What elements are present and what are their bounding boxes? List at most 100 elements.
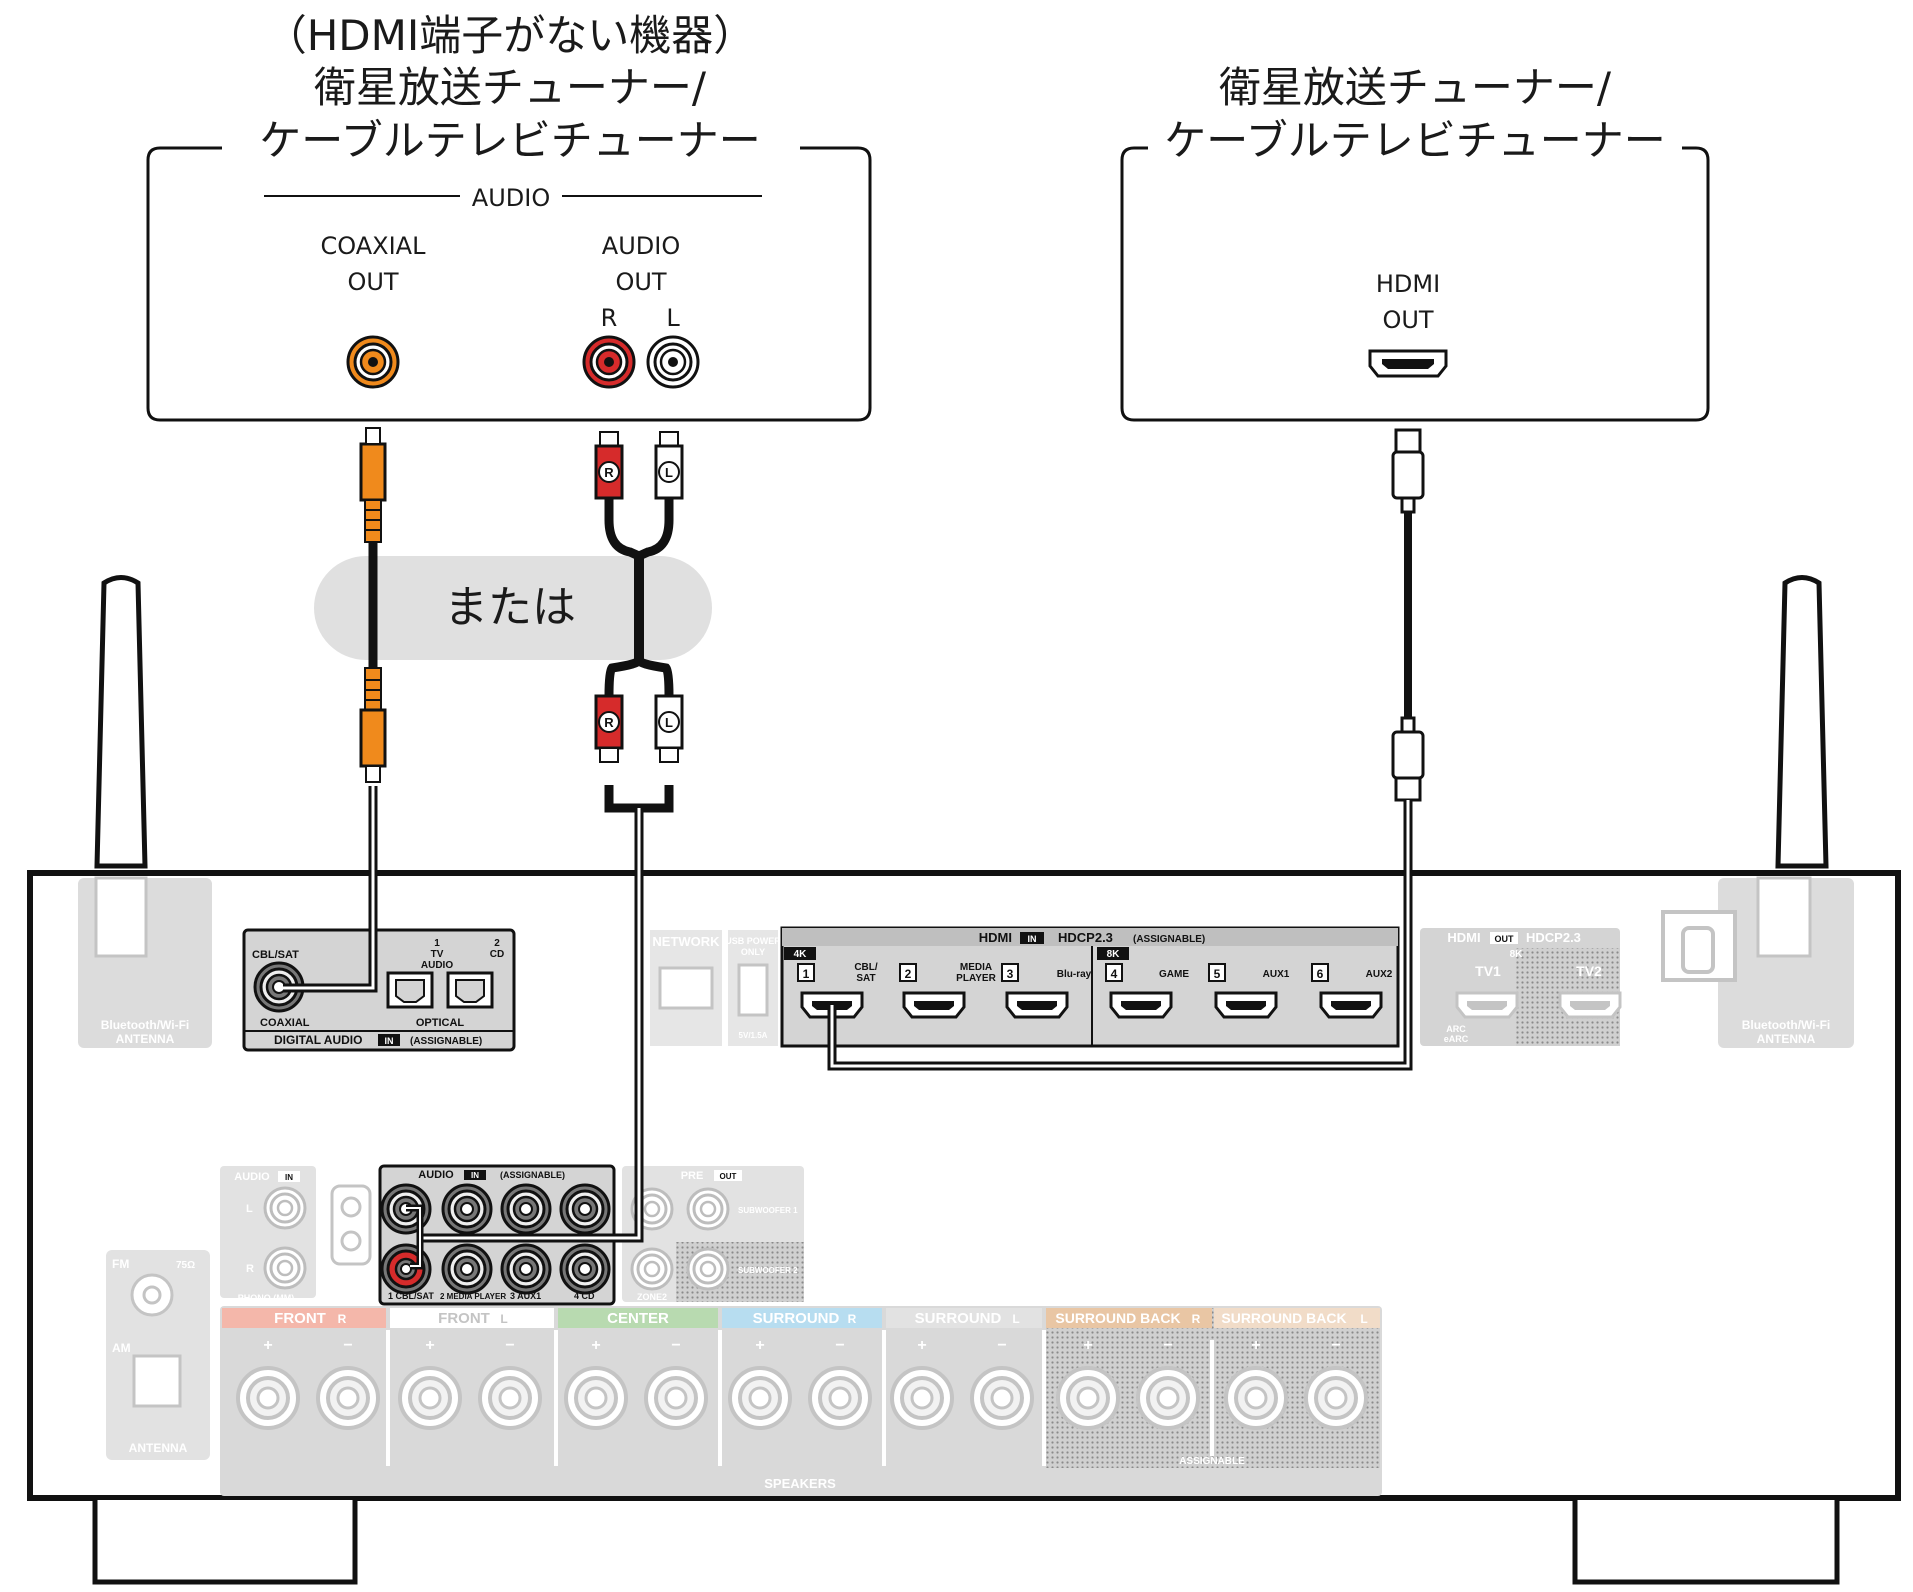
hdmi-out-jack xyxy=(1368,349,1448,378)
svg-text:FRONT: FRONT xyxy=(438,1310,490,1327)
svg-text:ZONE2: ZONE2 xyxy=(637,1292,667,1302)
antenna-left-label-2: ANTENNA xyxy=(116,1032,175,1046)
usb-port: USB POWER ONLY 5V/1.5A xyxy=(725,930,781,1046)
svg-text:IN: IN xyxy=(1028,934,1037,944)
audio-out-r-jack xyxy=(582,335,636,389)
svg-text:PHONO (MM): PHONO (MM) xyxy=(238,1293,295,1303)
plug-r-bottom: R xyxy=(604,715,614,730)
power-inlet xyxy=(1661,910,1737,982)
hdmi-out-label-2: OUT xyxy=(1382,306,1433,334)
coaxial-cable xyxy=(283,427,387,993)
svg-text:IN: IN xyxy=(385,1036,394,1046)
antenna-right-label-2: ANTENNA xyxy=(1757,1032,1816,1046)
svg-text:HDCP2.3: HDCP2.3 xyxy=(1058,930,1113,945)
svg-text:L: L xyxy=(1360,1312,1367,1326)
svg-text:2 MEDIA PLAYER: 2 MEDIA PLAYER xyxy=(440,1292,506,1301)
svg-text:R: R xyxy=(848,1312,857,1326)
svg-text:HDMI: HDMI xyxy=(1447,930,1480,945)
hdmi-input-5: 5 AUX1 xyxy=(1208,963,1290,1019)
svg-text:SURROUND: SURROUND xyxy=(915,1310,1002,1327)
cbl-sat-label: CBL/SAT xyxy=(252,949,299,961)
svg-text:Blu-ray: Blu-ray xyxy=(1057,969,1092,980)
right-title-2: ケーブルテレビチューナー xyxy=(1164,116,1665,165)
svg-text:TV1: TV1 xyxy=(1475,963,1501,979)
svg-text:−: − xyxy=(505,1337,514,1354)
svg-text:−: − xyxy=(1163,1337,1172,1354)
svg-text:(ASSIGNABLE): (ASSIGNABLE) xyxy=(500,1170,565,1180)
svg-text:PLAYER: PLAYER xyxy=(956,973,996,984)
audio-out-l-label: L xyxy=(666,304,680,332)
antenna-right: Bluetooth/Wi-Fi ANTENNA xyxy=(1718,575,1854,1048)
svg-text:1 CBL/SAT: 1 CBL/SAT xyxy=(388,1291,434,1301)
svg-text:HDMI: HDMI xyxy=(979,930,1012,945)
svg-text:L: L xyxy=(246,1203,253,1215)
svg-text:8K: 8K xyxy=(1107,949,1121,960)
svg-text:75Ω: 75Ω xyxy=(176,1260,195,1271)
svg-text:+: + xyxy=(755,1337,764,1354)
svg-text:FRONT: FRONT xyxy=(274,1310,326,1327)
svg-text:−: − xyxy=(835,1337,844,1354)
svg-text:TV2: TV2 xyxy=(1576,963,1602,979)
digital-audio-title: DIGITAL AUDIO xyxy=(274,1033,362,1047)
antenna-left: Bluetooth/Wi-Fi ANTENNA xyxy=(78,575,212,1048)
svg-text:R: R xyxy=(338,1312,347,1326)
svg-text:HDCP2.3: HDCP2.3 xyxy=(1526,930,1581,945)
svg-text:−: − xyxy=(997,1337,1006,1354)
polarity-marks: +− +− +− +− +− +− +− xyxy=(263,1337,1340,1354)
right-title-1: 衛星放送チューナー/ xyxy=(1219,63,1612,112)
svg-text:ONLY: ONLY xyxy=(741,947,765,957)
left-title-3: ケーブルテレビチューナー xyxy=(259,116,760,165)
svg-text:5: 5 xyxy=(1214,967,1221,981)
hdmi-cable xyxy=(827,428,1425,1071)
svg-text:4K: 4K xyxy=(794,949,808,960)
svg-text:SIGNAL GND: SIGNAL GND xyxy=(318,1293,375,1303)
svg-text:+: + xyxy=(425,1337,434,1354)
svg-text:L: L xyxy=(500,1312,507,1326)
svg-text:−: − xyxy=(343,1337,352,1354)
svg-text:5V/1.5A: 5V/1.5A xyxy=(739,1031,768,1040)
svg-text:OUT: OUT xyxy=(720,1172,737,1181)
optical-label: OPTICAL xyxy=(416,1017,465,1029)
svg-text:+: + xyxy=(1083,1337,1092,1354)
coaxial-out-label-1: COAXIAL xyxy=(321,232,427,260)
plug-r-top: R xyxy=(604,465,614,480)
svg-text:R: R xyxy=(1192,1312,1201,1326)
hdmi-input-3: MEDIA PLAYER 3 xyxy=(956,962,1069,1019)
antenna-left-label-1: Bluetooth/Wi-Fi xyxy=(101,1018,190,1032)
svg-text:+: + xyxy=(1251,1337,1260,1354)
audio-out-label-1: AUDIO xyxy=(602,232,680,260)
svg-text:AUX1: AUX1 xyxy=(1263,969,1290,980)
digital-audio-panel: CBL/SAT COAXIAL 1 TV AUDIO 2 CD OPTICAL … xyxy=(242,928,516,1052)
svg-text:(ASSIGNABLE): (ASSIGNABLE) xyxy=(410,1036,482,1047)
svg-text:(ASSIGNABLE): (ASSIGNABLE) xyxy=(1133,934,1205,945)
hdmi-in-panel: HDMI IN HDCP2.3 (ASSIGNABLE) 4K 8K 1 CBL… xyxy=(780,926,1400,1048)
left-title-2: 衛星放送チューナー/ xyxy=(314,63,707,112)
rca-audio-cable: R L R L xyxy=(406,431,684,1270)
svg-text:NETWORK: NETWORK xyxy=(652,934,720,949)
svg-text:+: + xyxy=(263,1337,272,1354)
pre-out-panel: PRE OUT SUBWOOFER 1 SUBWOOFER 2 ZONE2 xyxy=(622,1166,804,1302)
svg-text:CENTER: CENTER xyxy=(607,1310,669,1327)
svg-text:4 CD: 4 CD xyxy=(574,1291,595,1301)
source-device-no-hdmi: （HDMI端子がない機器） 衛星放送チューナー/ ケーブルテレビチューナー AU… xyxy=(146,11,872,422)
plug-l-bottom: L xyxy=(665,715,673,730)
svg-text:8K: 8K xyxy=(1510,949,1524,960)
svg-text:MEDIA: MEDIA xyxy=(960,962,992,973)
hdmi-input-6: 6 AUX2 xyxy=(1311,963,1393,1019)
svg-text:−: − xyxy=(1331,1337,1340,1354)
svg-text:2: 2 xyxy=(494,938,500,949)
network-port: NETWORK xyxy=(650,930,722,1046)
source-device-hdmi: 衛星放送チューナー/ ケーブルテレビチューナー HDMI OUT xyxy=(1120,63,1710,422)
svg-text:ASSIGNABLE: ASSIGNABLE xyxy=(1179,1456,1245,1467)
svg-text:3 AUX1: 3 AUX1 xyxy=(510,1291,541,1301)
fm-am-antenna: FM 75Ω AM ANTENNA xyxy=(106,1250,210,1460)
antenna-right-label-1: Bluetooth/Wi-Fi xyxy=(1742,1018,1831,1032)
svg-text:6: 6 xyxy=(1317,967,1324,981)
hdmi-input-2: 2 xyxy=(899,963,966,1019)
svg-text:2: 2 xyxy=(905,967,912,981)
hdmi-out-panel: HDMI OUT HDCP2.3 8K TV1 TV2 ARC eARC xyxy=(1420,928,1622,1046)
svg-text:SUBWOOFER 1: SUBWOOFER 1 xyxy=(738,1206,798,1215)
svg-text:R: R xyxy=(246,1263,254,1275)
svg-text:AUDIO: AUDIO xyxy=(418,1169,454,1181)
coaxial-out-label-2: OUT xyxy=(347,268,398,296)
